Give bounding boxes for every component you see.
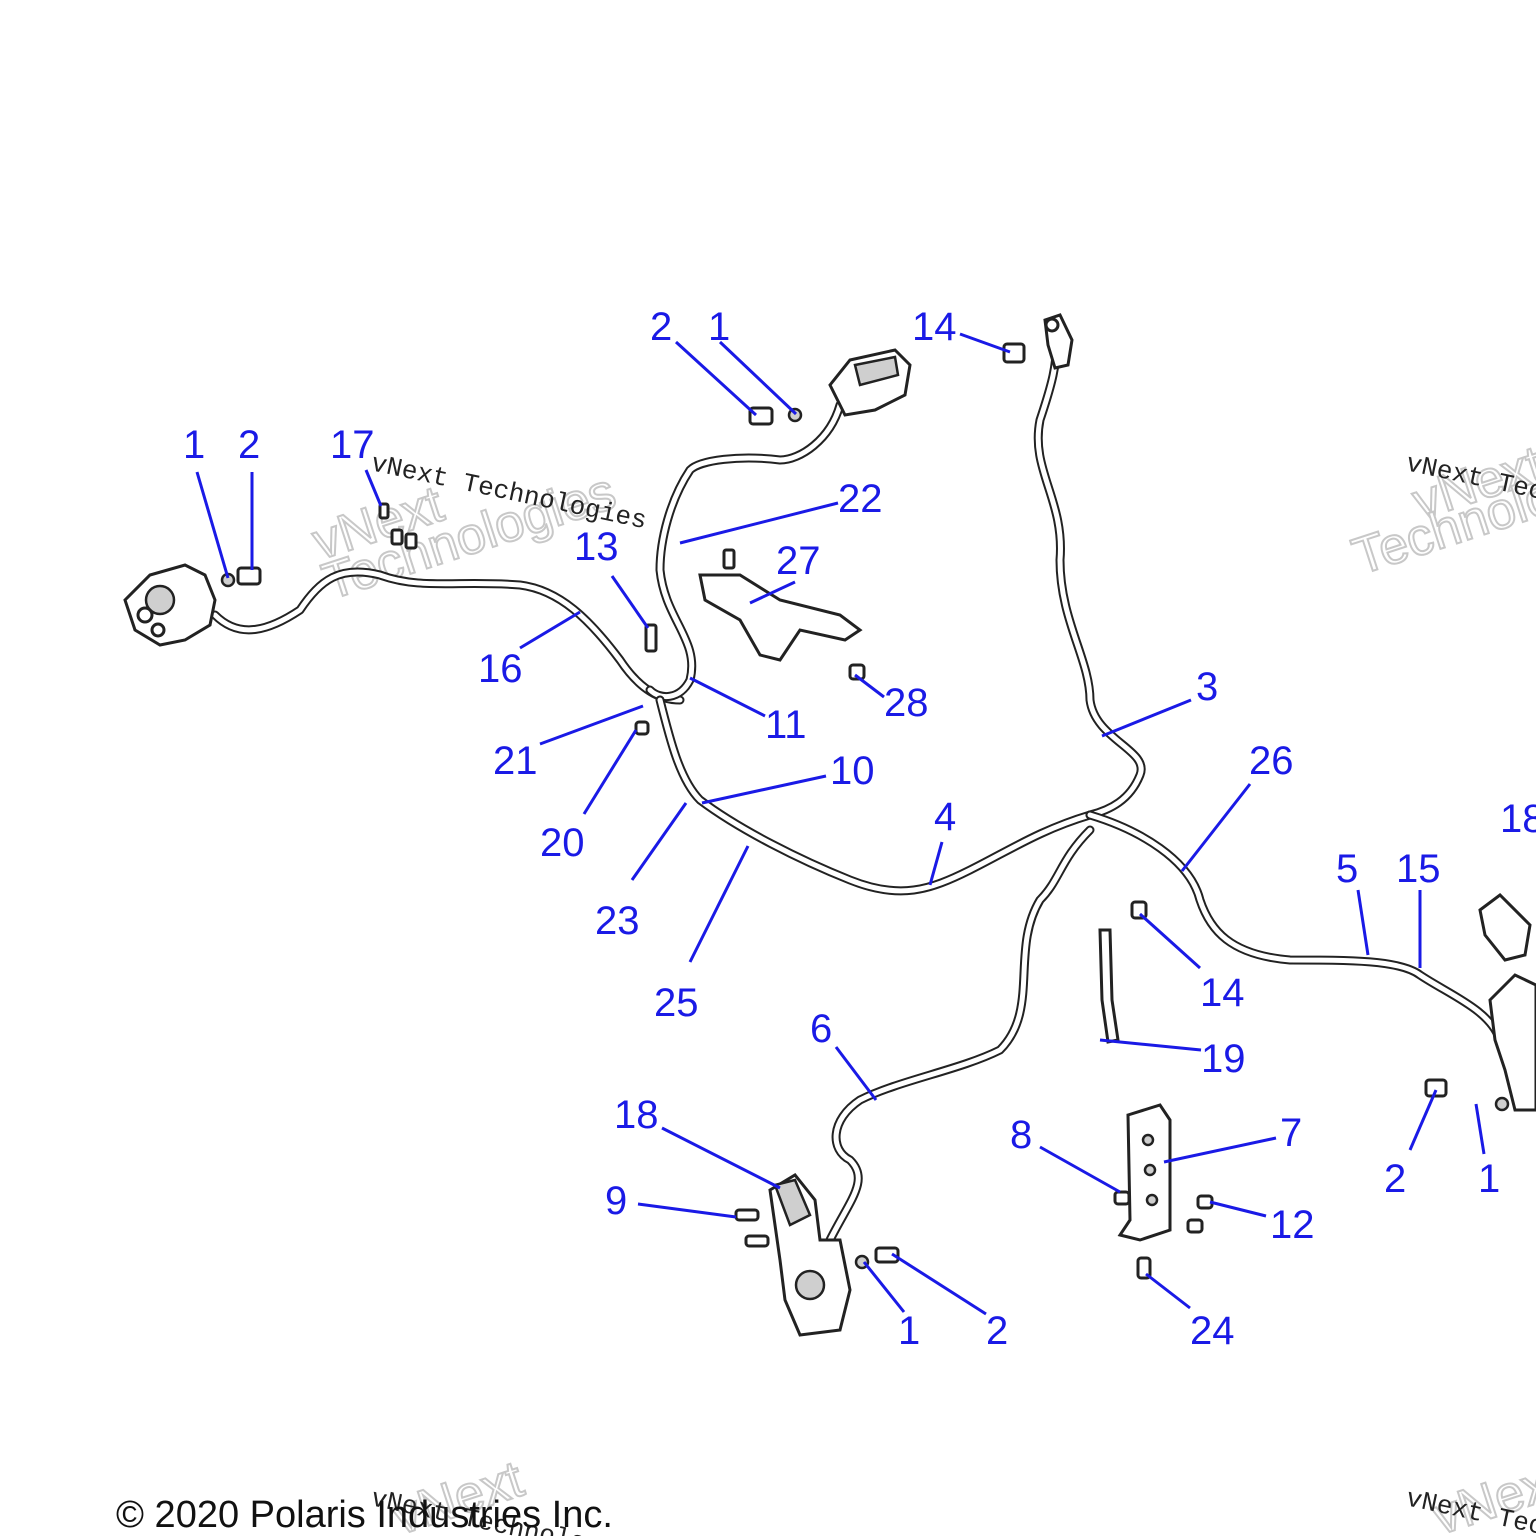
callout-12: 12: [1270, 1203, 1315, 1247]
bracket-7: [1117, 1103, 1172, 1242]
callout-14: 14: [1200, 971, 1245, 1015]
callout-14: 14: [912, 305, 957, 349]
front-left-caliper: [123, 563, 217, 647]
callout-1: 1: [183, 423, 205, 467]
callout-25: 25: [654, 981, 699, 1025]
callout-6: 6: [810, 1007, 832, 1051]
callout-5: 5: [1336, 847, 1358, 891]
copyright-text: © 2020 Polaris Industries Inc.: [116, 1494, 613, 1536]
callout-23: 23: [595, 899, 640, 943]
callout-7: 7: [1280, 1111, 1302, 1155]
callout-4: 4: [934, 795, 956, 839]
callout-19: 19: [1201, 1037, 1246, 1081]
callout-17: 17: [330, 423, 375, 467]
callout-24: 24: [1190, 1309, 1235, 1353]
brake-hoses: [210, 325, 1505, 1245]
master-cylinder-fitting: [1043, 313, 1074, 370]
callout-16: 16: [478, 647, 523, 691]
callout-labels: 1 2 17 2 1 14 22 13 27 16 28 11 3 21 10 …: [183, 305, 1536, 1353]
callout-22: 22: [838, 477, 883, 521]
callout-1: 1: [898, 1309, 920, 1353]
leader-lines: [195, 332, 1486, 1316]
callout-21: 21: [493, 739, 538, 783]
callout-27: 27: [776, 539, 821, 583]
watermark-group: vNext Technologies vNext Technologies vN…: [305, 434, 1536, 1536]
callout-26: 26: [1249, 739, 1294, 783]
callout-2: 2: [1384, 1157, 1406, 1201]
bracket-27: [698, 573, 863, 662]
brake-switch-19: [1098, 928, 1120, 1044]
callout-8: 8: [1010, 1113, 1032, 1157]
callout-11: 11: [765, 703, 807, 747]
front-right-caliper: [828, 348, 912, 417]
callout-2: 2: [238, 423, 260, 467]
callout-3: 3: [1196, 665, 1218, 709]
callout-28: 28: [884, 681, 929, 725]
rear-left-caliper-assembly: [768, 1173, 852, 1337]
callout-2: 2: [650, 305, 672, 349]
callout-9: 9: [605, 1179, 627, 1223]
callout-13: 13: [574, 525, 619, 569]
callout-18: 18: [614, 1093, 659, 1137]
callout-18: 18: [1500, 797, 1536, 841]
rear-right-caliper-assembly: [1478, 893, 1536, 1112]
callout-15: 15: [1396, 847, 1441, 891]
callout-1: 1: [708, 305, 730, 349]
callout-20: 20: [540, 821, 585, 865]
callout-2: 2: [986, 1309, 1008, 1353]
callout-1: 1: [1478, 1157, 1500, 1201]
callout-10: 10: [830, 749, 875, 793]
